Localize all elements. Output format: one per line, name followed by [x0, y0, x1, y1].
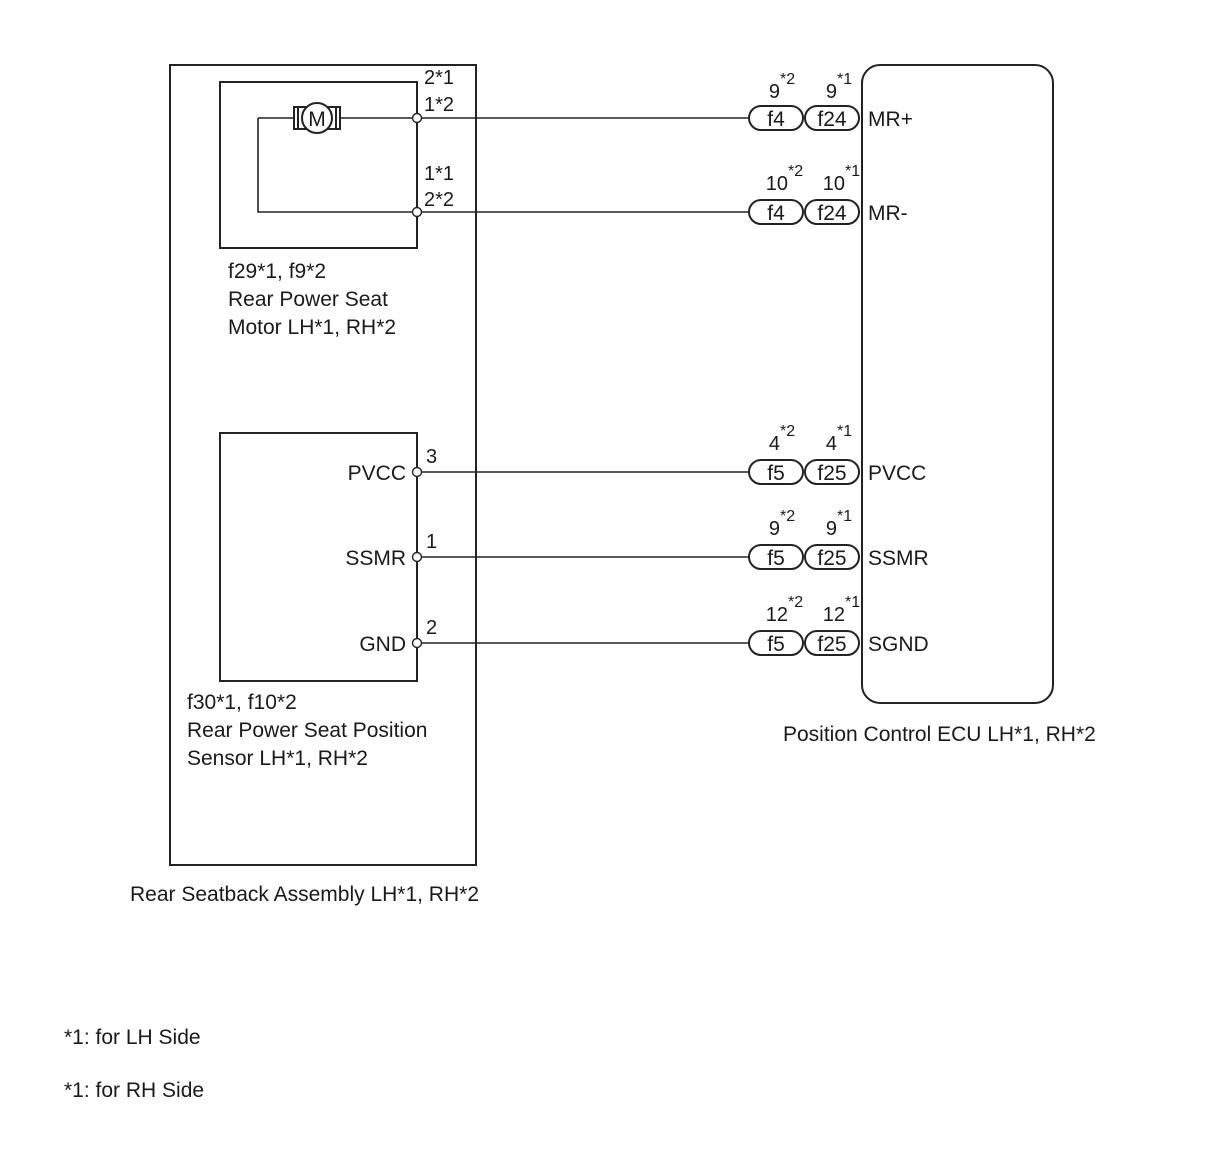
- footnote: *1: for LH Side: [64, 1026, 201, 1049]
- ecu-signal-name: MR-: [868, 202, 908, 225]
- connector-code: f4: [767, 202, 785, 225]
- motor-terminal-b: [411, 206, 423, 218]
- pin-superscript: *1: [845, 163, 860, 180]
- pin-superscript: *2: [780, 508, 795, 525]
- connector-code: f4: [767, 108, 785, 131]
- connector-code: f24: [817, 108, 847, 131]
- motor-name-line2: Motor LH*1, RH*2: [228, 316, 396, 339]
- connector-pill: [804, 630, 860, 656]
- motor-name-line1: Rear Power Seat: [228, 288, 388, 311]
- connector-code: f25: [817, 462, 846, 485]
- connector-code: f25: [817, 633, 846, 656]
- pin-number: 9: [769, 81, 780, 103]
- motor-pin-b-line2: 2*2: [424, 189, 454, 211]
- motor-pin-a-line2: 1*2: [424, 94, 454, 116]
- sensor-pin-number: 1: [426, 531, 437, 553]
- ecu-signal-row: f4 f24 MR+ 9 *2 9 *1: [748, 71, 913, 131]
- seatback-assembly-label: Rear Seatback Assembly LH*1, RH*2: [130, 883, 479, 906]
- motor-pin-a-line1: 2*1: [424, 67, 454, 89]
- ecu-label: Position Control ECU LH*1, RH*2: [783, 723, 1096, 746]
- motor-terminal-a: [411, 112, 423, 124]
- sensor-pin-name: GND: [359, 633, 406, 656]
- connector-pill: [804, 459, 860, 485]
- ecu-signal-row: f5 f25 SSMR 9 *2 9 *1: [748, 508, 929, 570]
- sensor-pin-number: 2: [426, 617, 437, 639]
- pin-superscript: *1: [845, 594, 860, 611]
- connector-pill: [804, 544, 860, 570]
- motor-connector-label: f29*1, f9*2: [228, 260, 326, 283]
- pin-superscript: *1: [837, 423, 852, 440]
- motor-icon: M: [257, 102, 417, 213]
- pin-superscript: *2: [788, 163, 803, 180]
- footnote: *1: for RH Side: [64, 1079, 204, 1102]
- connector-pill: [804, 105, 860, 131]
- connector-code: f25: [817, 547, 846, 570]
- connector-pill: [748, 459, 804, 485]
- connector-pill: [804, 199, 860, 225]
- pin-number: 4: [826, 433, 837, 455]
- connector-code: f5: [767, 462, 785, 485]
- pin-superscript: *2: [788, 594, 803, 611]
- sensor-terminal-gnd: [411, 637, 423, 649]
- sensor-pin-name: SSMR: [345, 547, 406, 570]
- seatback-assembly-box: [169, 64, 477, 866]
- pin-number: 10: [766, 173, 788, 195]
- ecu-signal-row: f5 f25 SGND 12 *2 12 *1: [748, 594, 929, 656]
- pin-number: 9: [826, 81, 837, 103]
- ecu-box: [861, 64, 1054, 704]
- connector-pill: [748, 630, 804, 656]
- pin-number: 12: [766, 604, 788, 626]
- sensor-pin-number: 3: [426, 446, 437, 468]
- motor-box: [219, 81, 418, 249]
- pin-superscript: *1: [837, 71, 852, 88]
- pin-number: 9: [769, 518, 780, 540]
- pin-number: 9: [826, 518, 837, 540]
- connector-code: f5: [767, 633, 785, 656]
- ecu-signal-name: SGND: [868, 633, 929, 656]
- pin-number: 4: [769, 433, 780, 455]
- pin-number: 10: [823, 173, 845, 195]
- ecu-signal-row: f4 f24 MR- 10 *2 10 *1: [748, 163, 908, 225]
- ecu-signal-name: PVCC: [868, 462, 926, 485]
- sensor-terminal-pvcc: [411, 466, 423, 478]
- connector-code: f24: [817, 202, 847, 225]
- pin-superscript: *2: [780, 71, 795, 88]
- sensor-connector-label: f30*1, f10*2: [187, 691, 297, 714]
- sensor-terminal-ssmr: [411, 551, 423, 563]
- motor-symbol: M: [308, 108, 326, 131]
- connector-pill: [748, 105, 804, 131]
- connector-code: f5: [767, 547, 785, 570]
- pin-superscript: *1: [837, 508, 852, 525]
- sensor-pin-name: PVCC: [348, 462, 406, 485]
- sensor-name-line2: Sensor LH*1, RH*2: [187, 747, 368, 770]
- pin-superscript: *2: [780, 423, 795, 440]
- ecu-signal-name: MR+: [868, 108, 913, 131]
- pin-number: 12: [823, 604, 845, 626]
- ecu-signal-name: SSMR: [868, 547, 929, 570]
- connector-pill: [748, 199, 804, 225]
- motor-pin-b-line1: 1*1: [424, 163, 454, 185]
- ecu-signal-row: f5 f25 PVCC 4 *2 4 *1: [748, 423, 926, 485]
- connector-pill: [748, 544, 804, 570]
- sensor-name-line1: Rear Power Seat Position: [187, 719, 427, 742]
